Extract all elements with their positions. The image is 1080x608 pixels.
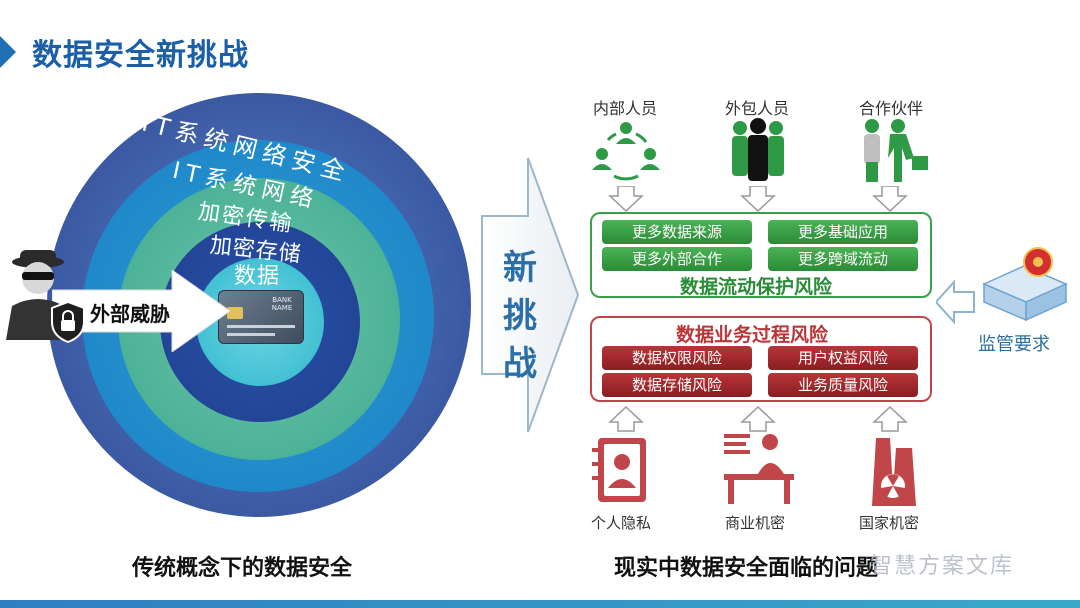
threat-label: 外部威胁	[90, 302, 170, 326]
up-arrow-3	[872, 406, 908, 432]
right-caption: 现实中数据安全面临的问题	[614, 556, 879, 581]
personal-privacy-icon	[592, 438, 646, 502]
national-secret-icon	[872, 438, 916, 506]
flow-item: 更多数据来源	[602, 220, 752, 244]
shield-lock-icon	[51, 300, 85, 344]
new-challenge-chevron	[481, 157, 580, 433]
process-item: 数据权限风险	[602, 346, 752, 370]
up-arrow-2	[740, 406, 776, 432]
government-building-icon	[982, 247, 1068, 322]
bank-card-text: BANK NAME	[271, 296, 293, 312]
down-arrow-2	[740, 186, 776, 212]
outsourced-staff-icon	[732, 118, 784, 181]
flow-item: 更多跨域流动	[768, 247, 918, 271]
left-arrow	[936, 280, 975, 324]
bank-card-icon: BANK NAME	[218, 290, 304, 344]
up-arrow-1	[608, 406, 644, 432]
down-arrow-1	[608, 186, 644, 212]
group-label-outsourced: 外包人员	[724, 99, 789, 118]
group-label-internal: 内部人员	[592, 99, 657, 118]
flow-item: 更多基础应用	[768, 220, 918, 244]
title-arrow-icon	[0, 36, 16, 68]
ring-label-core: 数据	[234, 264, 281, 289]
business-process-risk-box: 数据业务过程风险 数据权限风险 用户权益风险 数据存储风险 业务质量风险	[590, 316, 932, 402]
title-bar: 数据安全新挑战	[0, 30, 249, 74]
new-challenge-label: 新挑战	[503, 248, 537, 384]
watermark: 智慧方案文库	[870, 554, 1015, 579]
bottom-label-privacy: 个人隐私	[590, 514, 651, 532]
regulatory-label: 监管要求	[978, 334, 1050, 355]
bottom-accent-line	[0, 600, 1080, 608]
group-label-partner: 合作伙伴	[858, 99, 923, 118]
process-item: 数据存储风险	[602, 373, 752, 397]
process-box-title: 数据业务过程风险	[676, 324, 829, 346]
data-flow-risk-box: 更多数据来源 更多基础应用 更多外部合作 更多跨域流动 数据流动保护风险	[590, 212, 932, 298]
left-caption: 传统概念下的数据安全	[132, 556, 353, 581]
partner-icon	[864, 119, 928, 182]
process-item: 业务质量风险	[768, 373, 918, 397]
bottom-label-national: 国家机密	[858, 514, 919, 532]
internal-staff-icon	[592, 122, 660, 181]
flow-box-title: 数据流动保护风险	[680, 276, 833, 298]
business-secret-icon	[724, 434, 794, 504]
down-arrow-3	[872, 186, 908, 212]
flow-item: 更多外部合作	[602, 247, 752, 271]
page-title: 数据安全新挑战	[32, 38, 249, 73]
process-item: 用户权益风险	[768, 346, 918, 370]
bottom-label-business: 商业机密	[724, 514, 785, 532]
